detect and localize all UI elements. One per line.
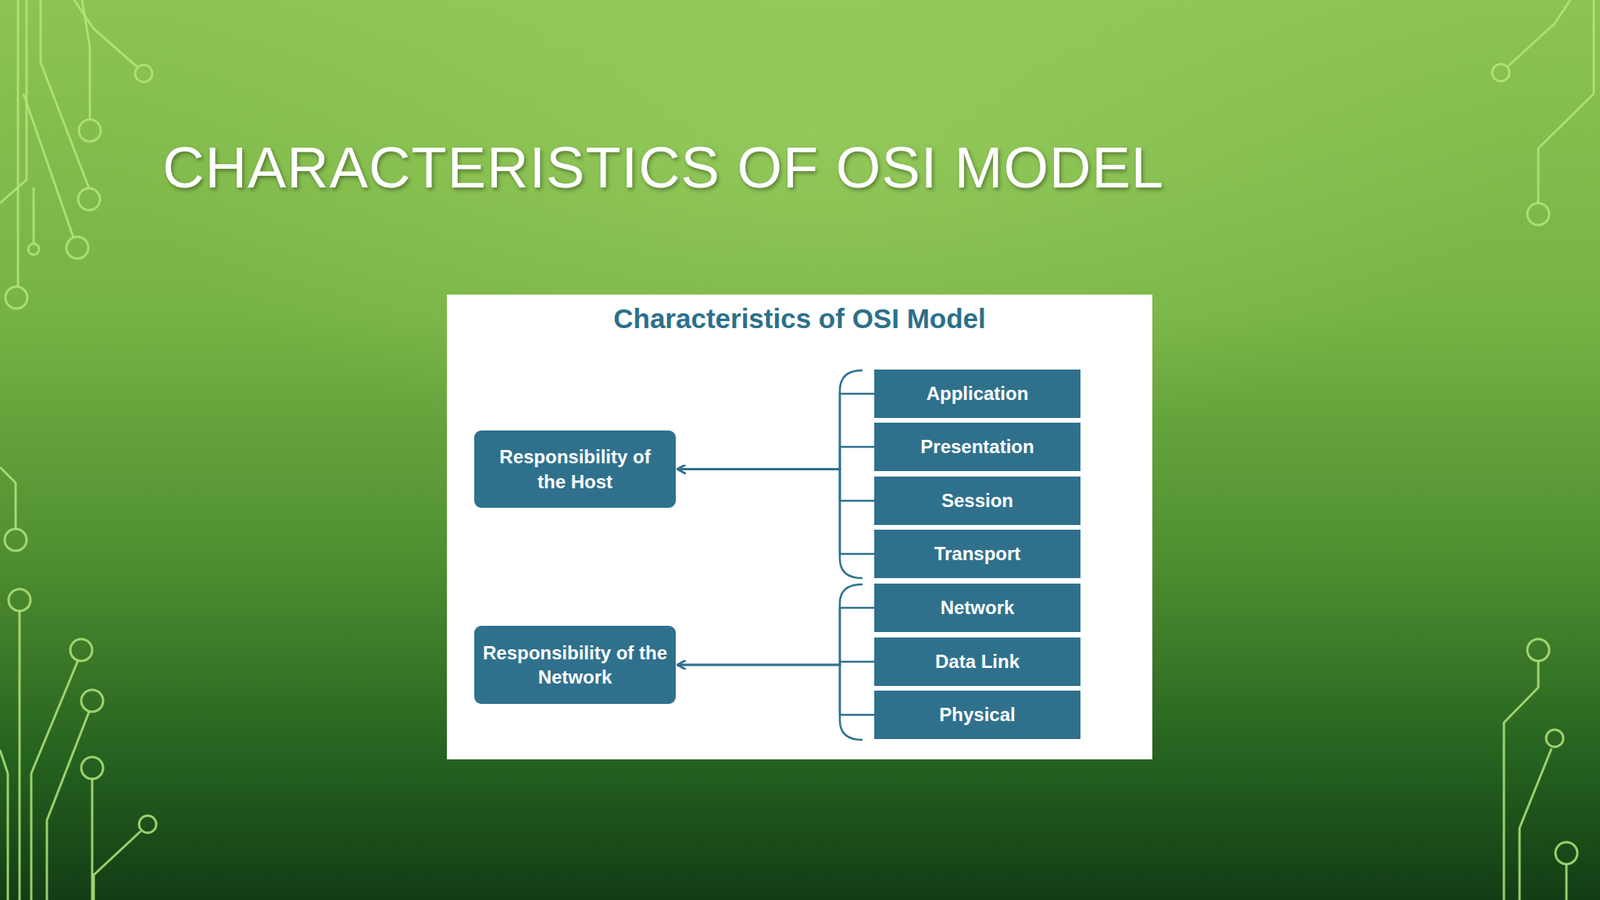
- circuit-pad: [28, 243, 40, 255]
- circuit-pad: [81, 757, 104, 779]
- circuit-pad: [1546, 729, 1564, 747]
- circuit-pad: [135, 64, 153, 83]
- layer-box: Presentation: [874, 422, 1081, 472]
- responsibility-box: Responsibility of the Network: [474, 625, 676, 704]
- slide-title-text: CHARACTERISTICS OF OSI MODEL: [162, 135, 1165, 200]
- circuit-trace: [1565, 864, 1568, 900]
- circuit-trace: [32, 187, 36, 243]
- node-text-wrap: Application: [879, 381, 1075, 406]
- circuit-trace: [0, 750, 8, 900]
- node-text: Responsibility of the Network: [481, 640, 669, 690]
- circuit-pad: [4, 528, 27, 551]
- node-text: Application: [879, 381, 1075, 406]
- node-text: Presentation: [879, 434, 1075, 459]
- circuit-trace: [1538, 0, 1594, 204]
- node-text-wrap: Presentation: [879, 434, 1075, 459]
- circuit-pad: [5, 286, 28, 309]
- node-text-wrap: Responsibility of the Host: [492, 444, 658, 493]
- arrow-connector: [678, 607, 875, 665]
- circuit-trace: [93, 831, 141, 900]
- circuit-trace: [46, 711, 90, 900]
- curly-bracket: [839, 584, 863, 740]
- node-text: Responsibility of the Host: [492, 444, 658, 493]
- arrow-connector: [678, 469, 875, 502]
- circuit-pad: [1527, 203, 1550, 225]
- circuit-pad: [78, 119, 101, 142]
- node-text: Transport: [879, 541, 1075, 566]
- node-text-wrap: Physical: [879, 702, 1075, 727]
- diagram-heading: Characteristics of OSI Model: [446, 303, 1153, 335]
- circuit-pad: [1555, 842, 1578, 865]
- layer-box: Data Link: [874, 637, 1081, 686]
- layer-box: Physical: [874, 690, 1081, 740]
- circuit-pad: [78, 188, 100, 211]
- node-text-wrap: Transport: [879, 541, 1075, 566]
- circuit-pad: [70, 639, 93, 661]
- circuit-trace: [1519, 748, 1552, 900]
- arrow-connector: [678, 664, 875, 715]
- node-text: Network: [879, 595, 1075, 620]
- circuit-trace: [0, 0, 27, 204]
- arrow-connector: [678, 393, 875, 470]
- layer-box: Session: [874, 476, 1081, 525]
- arrow-connector: [678, 446, 875, 470]
- curly-bracket: [839, 370, 863, 579]
- responsibility-box: Responsibility of the Host: [474, 430, 676, 508]
- circuit-pad: [8, 589, 31, 611]
- node-text: Session: [879, 488, 1075, 513]
- circuit-trace: [17, 0, 20, 287]
- slide-title: CHARACTERISTICS OF OSI MODEL: [162, 134, 1165, 201]
- node-text-wrap: Data Link: [879, 649, 1075, 674]
- circuit-pad: [1527, 639, 1550, 661]
- edge-group: [678, 393, 875, 715]
- node-text: Data Link: [879, 649, 1075, 674]
- layer-box: Transport: [874, 529, 1081, 579]
- circuit-trace: [40, 0, 90, 189]
- circuit-trace: [82, 0, 90, 120]
- layer-box: Network: [874, 583, 1081, 633]
- node-text-wrap: Session: [879, 488, 1075, 513]
- circuit-pad: [81, 689, 104, 712]
- circuit-trace: [1503, 660, 1539, 900]
- heading-label: Characteristics of OSI Model: [613, 303, 986, 334]
- circuit-trace: [31, 660, 79, 900]
- circuit-trace: [18, 610, 22, 900]
- circuit-pad: [139, 815, 157, 833]
- node-text-wrap: Responsibility of the Network: [481, 640, 669, 690]
- circuit-pad: [66, 236, 89, 259]
- group-brackets: [839, 370, 863, 740]
- circuit-trace: [1507, 0, 1571, 67]
- arrow-connector: [678, 469, 875, 555]
- circuit-trace: [23, 93, 74, 238]
- node-text-wrap: Network: [879, 595, 1075, 620]
- circuit-trace: [0, 467, 16, 529]
- node-text: Physical: [879, 702, 1075, 727]
- arrow-connector: [678, 661, 875, 665]
- circuit-pad: [1492, 64, 1510, 82]
- layer-box: Application: [874, 369, 1081, 418]
